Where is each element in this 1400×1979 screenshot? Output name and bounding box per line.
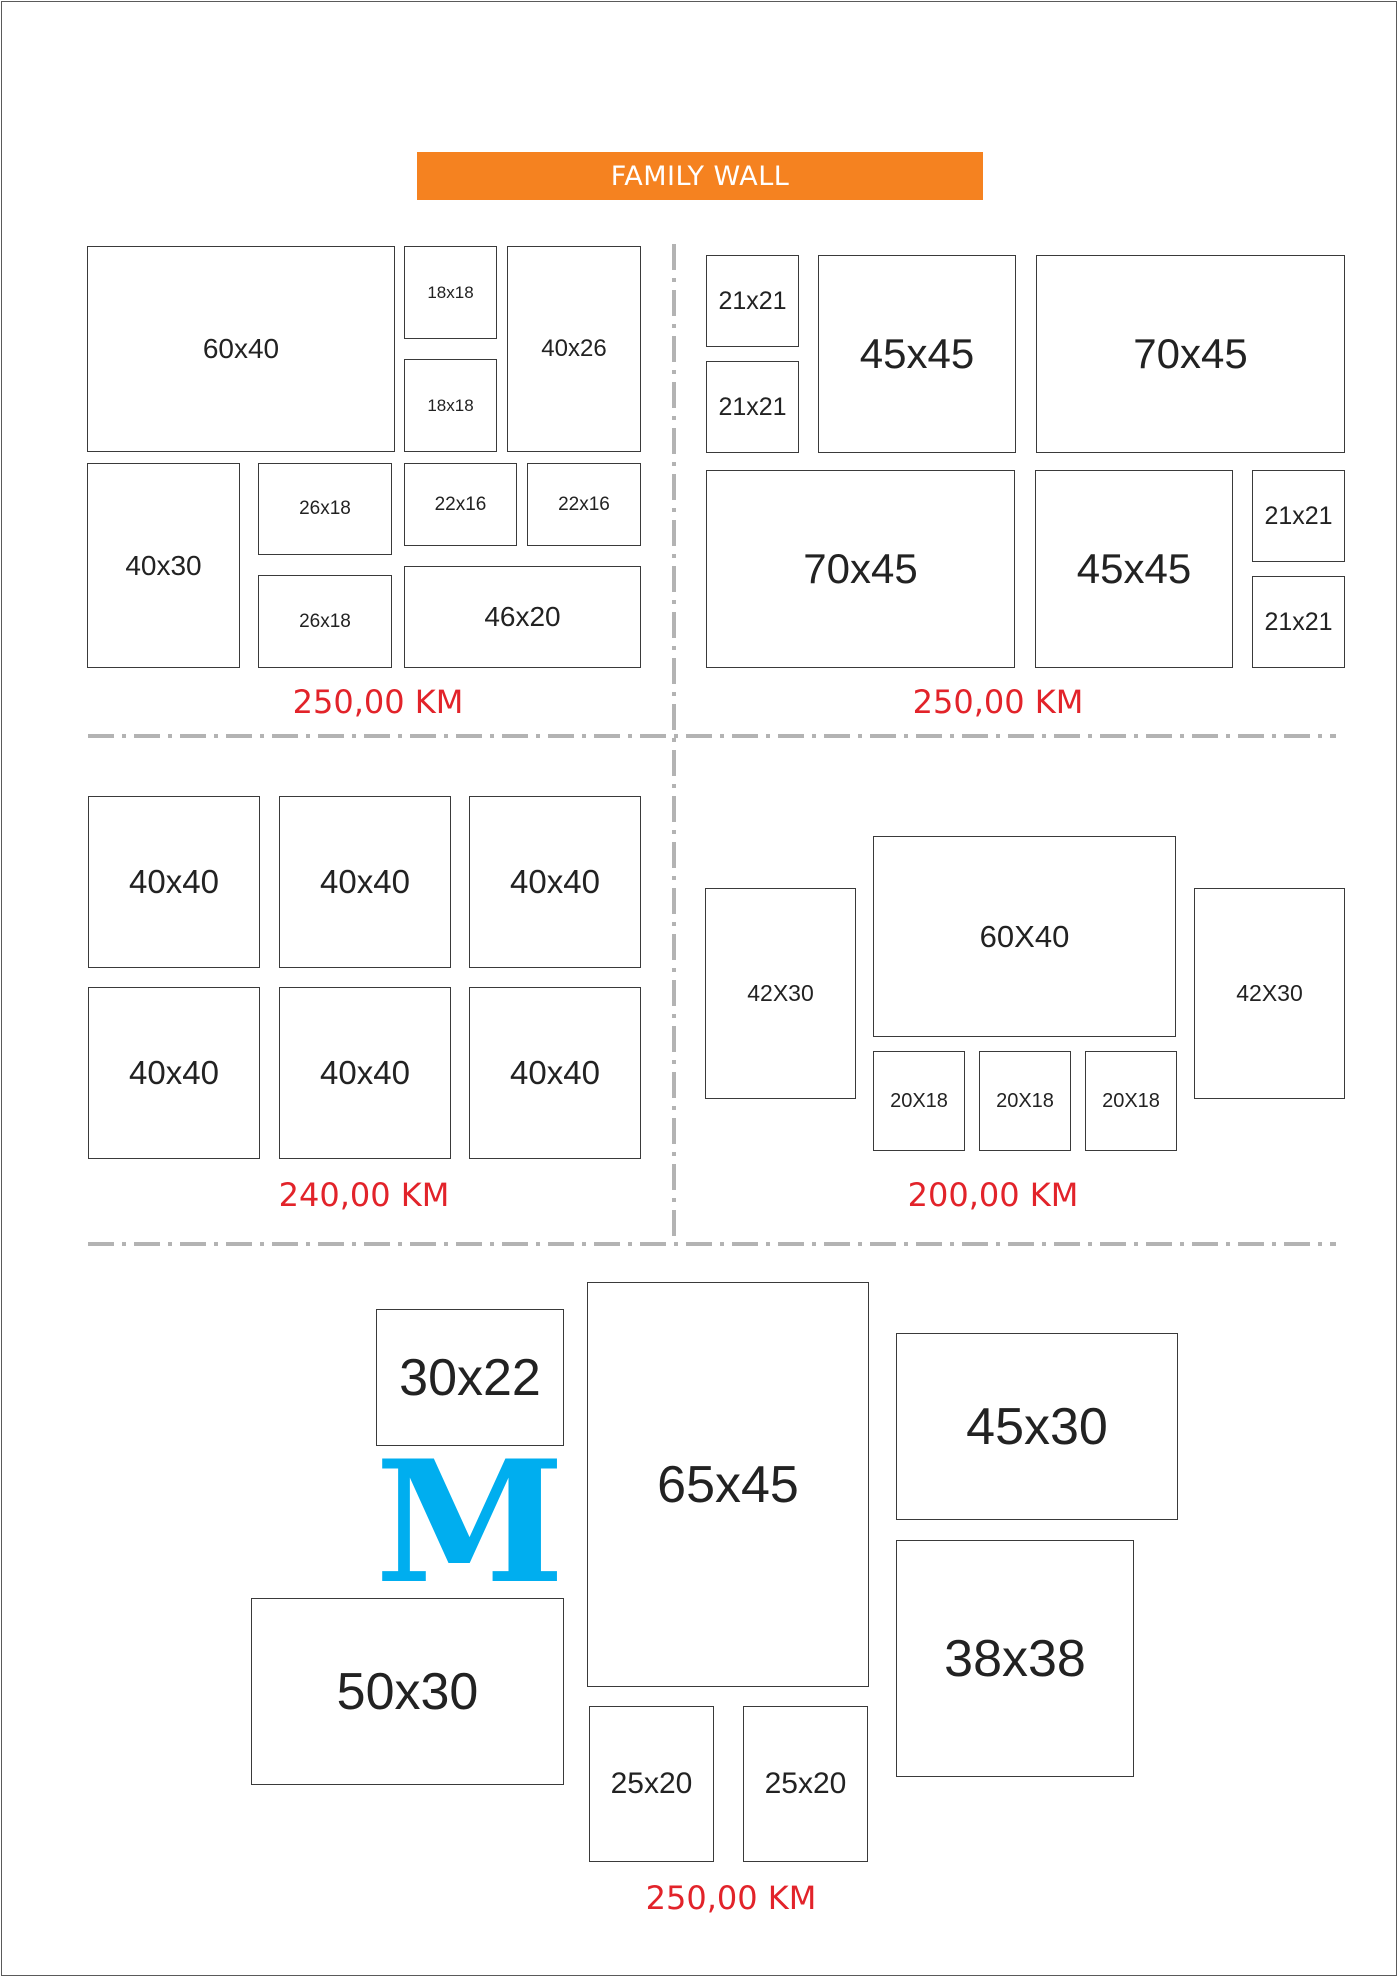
set-3-frame-3: 40x40 [469,796,641,968]
set-2-frame-1: 21x21 [706,255,799,347]
set-1-frame-6: 26x18 [258,463,392,555]
set-1-frame-1: 60x40 [87,246,395,452]
m-logo-icon: M [375,1453,565,1585]
set-3-frame-4: 40x40 [88,987,260,1159]
set-4-frame-6: 42X30 [1194,888,1345,1099]
set-1-frame-8: 22x16 [404,463,517,546]
set-4-price: 200,00 KM [907,1176,1079,1214]
set-1-frame-7: 26x18 [258,575,392,668]
set-2-frame-6: 45x45 [1035,470,1233,668]
set-4-frame-5: 20X18 [1085,1051,1177,1151]
set-1-frame-9: 22x16 [527,463,641,546]
set-3-frame-2: 40x40 [279,796,451,968]
set-1-frame-3: 18x18 [404,359,497,452]
title-banner: FAMILY WALL [417,152,983,200]
set-1-frame-10: 46x20 [404,566,641,668]
set-3-frame-1: 40x40 [88,796,260,968]
set-2-frame-8: 21x21 [1252,576,1345,668]
set-1-frame-4: 40x26 [507,246,641,452]
m-logo-letter: M [375,1453,565,1585]
set-2-frame-5: 70x45 [706,470,1015,668]
set-5-frame-3: 45x30 [896,1333,1178,1520]
divider-horizontal-bottom [88,1242,1336,1246]
set-5-frame-2: 65x45 [587,1282,869,1687]
set-4-frame-1: 42X30 [705,888,856,1099]
set-5-frame-6: 25x20 [589,1706,714,1862]
set-2-frame-4: 70x45 [1036,255,1345,453]
set-4-frame-4: 20X18 [979,1051,1071,1151]
set-2-frame-3: 45x45 [818,255,1016,453]
set-1-price: 250,00 KM [292,683,464,721]
set-3-frame-6: 40x40 [469,987,641,1159]
set-2-price: 250,00 KM [912,683,1084,721]
set-3-frame-5: 40x40 [279,987,451,1159]
set-4-frame-2: 60X40 [873,836,1176,1037]
set-5-frame-4: 50x30 [251,1598,564,1785]
set-5-frame-7: 25x20 [743,1706,868,1862]
set-5-price: 250,00 KM [645,1879,817,1917]
divider-horizontal-top [88,734,1336,738]
set-3-price: 240,00 KM [278,1176,450,1214]
set-5-frame-5: 38x38 [896,1540,1134,1777]
set-1-frame-2: 18x18 [404,246,497,339]
set-1-frame-5: 40x30 [87,463,240,668]
divider-vertical-center [672,244,676,1242]
set-4-frame-3: 20X18 [873,1051,965,1151]
set-2-frame-7: 21x21 [1252,470,1345,562]
set-2-frame-2: 21x21 [706,361,799,453]
set-5-frame-1: 30x22 [376,1309,564,1446]
